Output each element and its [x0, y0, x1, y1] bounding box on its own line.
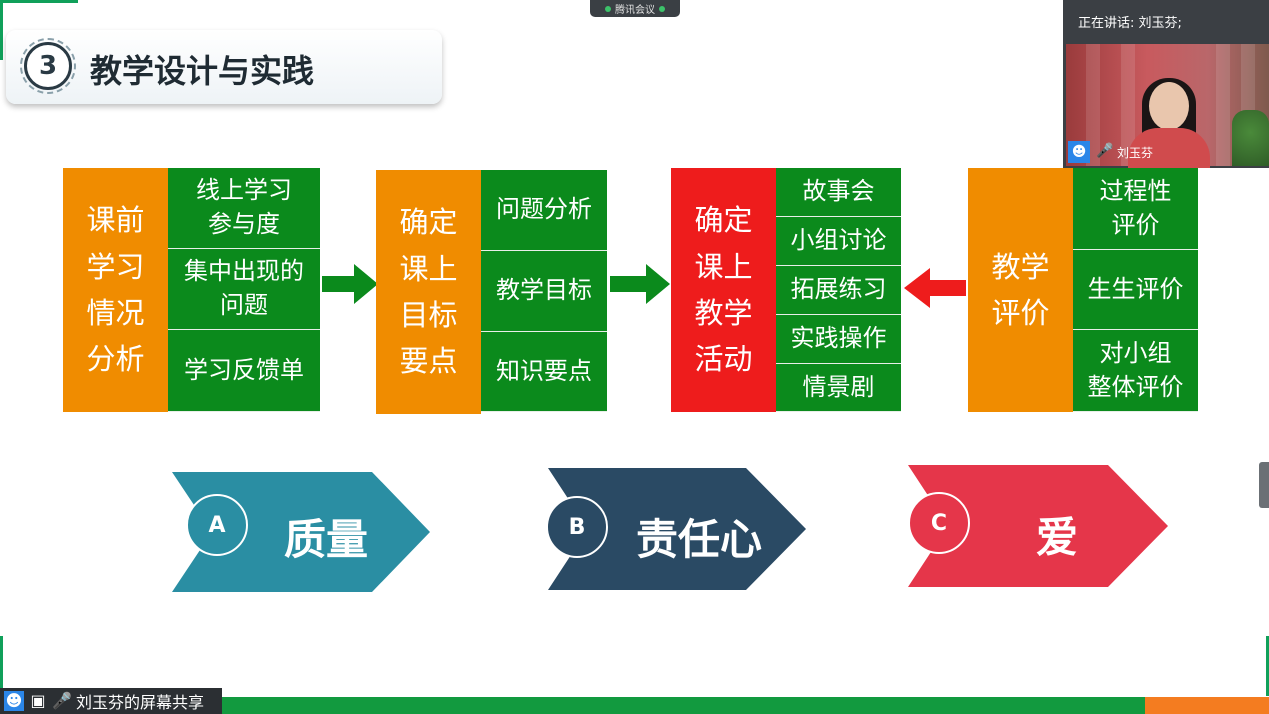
flow-arrow-left-icon: [904, 268, 966, 308]
flow-head-2: 确定 课上 目标 要点: [376, 170, 481, 414]
background-plant: [1232, 110, 1269, 166]
section-number-badge: 3: [20, 38, 76, 94]
participant-name: 刘玉芬: [1117, 146, 1154, 160]
flow-item-1-2: 集中出现的 问题: [168, 249, 320, 330]
flow-head-1: 课前 学习 情况 分析: [63, 168, 168, 412]
speaking-label: 正在讲话: 刘玉芬;: [1078, 16, 1182, 31]
value-badge-b: B: [546, 496, 608, 558]
corner-accent-left-top: [0, 0, 3, 60]
section-title-card: [6, 30, 442, 104]
flow-item-2-1: 问题分析: [481, 170, 607, 251]
value-letter-c: C: [930, 510, 948, 536]
participant-body: [1128, 128, 1210, 168]
meeting-live-icon: [659, 5, 665, 12]
screen-share-label: 刘玉芬的屏幕共享: [76, 693, 205, 712]
value-label-b: 责任心: [636, 515, 763, 564]
user-icon: ☻: [1068, 141, 1090, 163]
flow-item-4-3: 对小组 整体评价: [1073, 330, 1198, 412]
corner-accent-left-bottom: [0, 636, 3, 696]
flow-item-1-1: 线上学习 参与度: [168, 168, 320, 249]
flow-item-3-3: 拓展练习: [776, 266, 901, 315]
value-badge-c: C: [908, 492, 970, 554]
flow-item-3-4: 实践操作: [776, 315, 901, 364]
value-badge-a: A: [186, 494, 248, 556]
value-letter-a: A: [208, 512, 226, 538]
meeting-indicator[interactable]: 腾讯会议: [590, 0, 680, 17]
value-chevron-c: [908, 465, 1168, 587]
value-chevron-b: [548, 468, 806, 590]
mic-icon: 🎤: [52, 691, 72, 710]
section-number: 3: [38, 51, 58, 81]
meeting-status-icon: [605, 5, 611, 12]
flow-item-3-5: 情景剧: [776, 364, 901, 412]
flow-arrow-right-icon-2: [610, 264, 670, 304]
flow-item-4-2: 生生评价: [1073, 250, 1198, 330]
mic-icon: 🎤: [1096, 143, 1114, 159]
corner-accent-top-left: [0, 0, 78, 3]
value-letter-b: B: [568, 514, 586, 540]
flow-head-3: 确定 课上 教学 活动: [671, 168, 776, 412]
flow-item-3-1: 故事会: [776, 168, 901, 217]
side-panel-handle[interactable]: [1259, 462, 1269, 508]
slide-footer-accent: [1145, 697, 1269, 714]
flow-item-1-3: 学习反馈单: [168, 330, 320, 412]
value-label-c: 爱: [1036, 513, 1079, 562]
screen-share-indicator[interactable]: ☻ ▣ 🎤 刘玉芬的屏幕共享: [0, 688, 222, 714]
screen-share-icon: ▣: [30, 691, 46, 710]
value-label-a: 质量: [284, 515, 369, 564]
section-title: 教学设计与实践: [90, 52, 315, 90]
flow-item-2-2: 教学目标: [481, 251, 607, 332]
meeting-app-label: 腾讯会议: [615, 5, 655, 16]
user-icon: ☻: [4, 691, 24, 711]
flow-item-4-1: 过程性 评价: [1073, 168, 1198, 250]
participant-face: [1149, 82, 1189, 130]
corner-accent-right-bottom: [1266, 636, 1269, 696]
flow-item-3-2: 小组讨论: [776, 217, 901, 266]
slide-footer-bar: [0, 697, 1145, 714]
flow-arrow-right-icon: [322, 264, 378, 304]
flow-head-4: 教学 评价: [968, 168, 1073, 412]
flow-item-2-3: 知识要点: [481, 332, 607, 412]
